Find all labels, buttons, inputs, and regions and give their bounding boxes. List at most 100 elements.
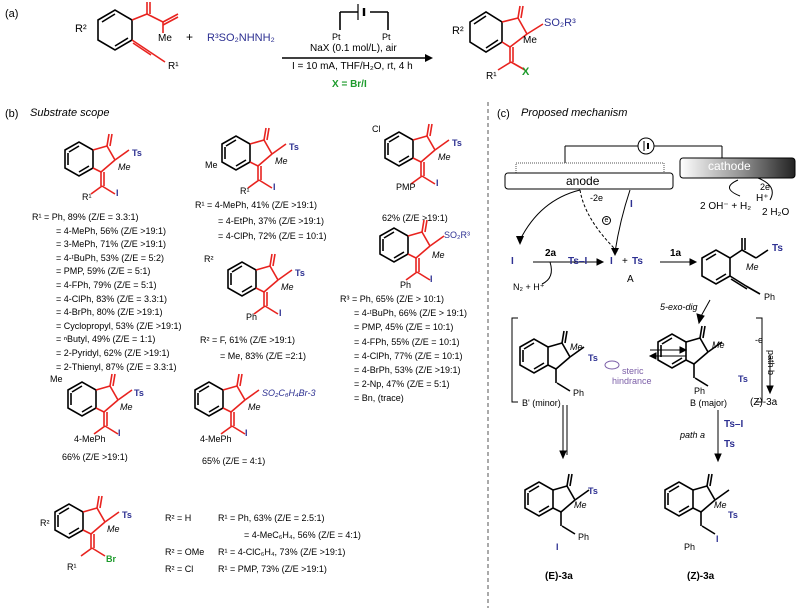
scope-row: = 2-Np, 47% (Z/E = 5:1): [354, 379, 450, 390]
z3a-label: (Z)-3a: [687, 571, 715, 582]
substrate-1a: 1a: [670, 248, 682, 259]
e3a-me: Me: [574, 500, 587, 510]
scope-row: = 4-FPh, 79% (Z/E = 5:1): [56, 280, 157, 290]
cmpd2-i: I: [273, 182, 276, 192]
b-me: Me: [712, 340, 725, 350]
scope-row: = 4-ᵗBuPh, 66% (Z/E > 19:1): [354, 308, 468, 319]
cmpd1-i: I: [116, 188, 119, 198]
cmpd2-ts: Ts: [289, 142, 299, 152]
panel-a-label: (a): [5, 8, 19, 20]
prod-r1-label: R¹: [486, 71, 497, 82]
cathode-electrode: [679, 157, 796, 179]
cmpd1-r1: R¹: [82, 192, 92, 202]
scope-row: = 4-BrPh, 53% (Z/E >19:1): [354, 365, 461, 375]
cmpd7-yield: 65% (Z/E = 4:1): [202, 456, 266, 466]
cathode-oh-h2: 2 OH⁻ + H₂: [700, 201, 752, 212]
hindrance-label: hindrance: [612, 376, 652, 386]
product-structure-a: [469, 5, 544, 71]
scope-row: R² = F, 61% (Z/E >19:1): [200, 335, 296, 345]
cmpd4-r2: R²: [204, 254, 214, 264]
anode-label: anode: [566, 174, 600, 188]
b-label: B (major): [690, 398, 728, 408]
sm-me-label: Me: [158, 33, 172, 44]
scope-row: = 4-ᵗBuPh, 53% (Z/E = 5:2): [56, 252, 165, 263]
z3a-ph: Ph: [684, 542, 696, 552]
reaction-arrow-a: [282, 54, 433, 62]
reagent-2a: 2a: [545, 248, 557, 259]
scope-row: R² = OMe: [165, 547, 205, 557]
scope-row: = 4-BrPh, 80% (Z/E >19:1): [56, 307, 163, 318]
prod-r2-label: R²: [452, 25, 464, 37]
cmpd4-ph: Ph: [246, 312, 258, 322]
pt-left-label: Pt: [332, 32, 341, 42]
starting-material-structure: [97, 2, 179, 63]
cmpd2-me-ring: Me: [205, 160, 218, 170]
n2-h-byproduct: N₂ + H⁺: [513, 282, 545, 292]
cmpd4-ts: Ts: [295, 268, 305, 278]
scope-row: = 4-EtPh, 37% (Z/E >19:1): [218, 215, 325, 226]
scope-row: R¹ = Ph, 63% (Z/E = 2.5:1): [218, 513, 325, 523]
iodine-cation: I: [511, 256, 514, 267]
scope-row: = PMP, 45% (Z/E = 10:1): [354, 322, 454, 333]
e3a-ts: Ts: [588, 486, 598, 496]
cmpd3-i: I: [436, 178, 439, 188]
scope-row: = 4-FPh, 55% (Z/E = 10:1): [354, 336, 460, 347]
cmpd6-me: Me: [120, 402, 133, 412]
scope-row: = 4-MePh, 56% (Z/E >19:1): [56, 225, 167, 236]
e3a-label: (E)-3a: [545, 571, 573, 582]
scope-row: R¹ = PMP, 73% (Z/E >19:1): [218, 564, 327, 574]
e3a-i: I: [556, 542, 559, 552]
cmpd2-me: Me: [275, 156, 288, 166]
scope-row: = Bn, (trace): [354, 393, 404, 404]
z3a-right-label: (Z)-3a: [750, 397, 778, 408]
iodide-minus: I: [630, 199, 633, 210]
ts-radical-2: Ts: [724, 439, 735, 450]
cmpd6-yield: 66% (Z/E >19:1): [62, 452, 128, 462]
e-minus-circle: e: [602, 216, 611, 225]
panel-b-title: Substrate scope: [30, 107, 110, 119]
bprime-me: Me: [570, 342, 583, 352]
cmpd3-pmp: PMP: [396, 182, 416, 192]
cmpd7-so2: SO₂C₆H₄Br-3: [262, 388, 316, 398]
x-definition: X = Br/I: [332, 79, 367, 90]
cmpd8-ts: Ts: [122, 510, 132, 520]
cmpd3-yield: 62% (Z/E >19:1): [382, 213, 448, 223]
cmpd7-me: Me: [248, 402, 261, 412]
cmpd4-i: I: [279, 308, 282, 318]
cmpd5-so2r3: SO₂R³: [444, 230, 470, 240]
cmpd6-me-ring: Me: [50, 374, 63, 384]
scope-row: R³ = Ph, 65% (Z/E > 10:1): [340, 294, 445, 304]
scope-row: = 4-ClPh, 72% (Z/E = 10:1): [218, 231, 327, 241]
exo-dig-label: 5-exo-dig: [660, 302, 698, 312]
scope-row: R² = Cl: [165, 564, 194, 574]
intermediate-a-label: A: [627, 274, 634, 285]
cmpd3-ts: Ts: [452, 138, 462, 148]
cmpd8-br: Br: [106, 554, 117, 564]
path-a-label: path a: [680, 430, 706, 440]
scope-row: R¹ = 4-ClC₆H₄, 73% (Z/E >19:1): [218, 547, 346, 557]
z3a-ts: Ts: [728, 510, 738, 520]
plus-sign: +: [186, 30, 194, 44]
cmpd3-cl: Cl: [372, 124, 381, 134]
z3a-me: Me: [714, 500, 727, 510]
pt-right-label: Pt: [382, 32, 391, 42]
ts-i-species: Ts–I: [568, 256, 588, 267]
radical-plus: +: [622, 256, 628, 267]
minus-e-label: -e: [755, 335, 764, 345]
anode-electrode: [504, 172, 674, 190]
steric-label: steric: [622, 366, 644, 376]
steric-marker: [604, 360, 620, 370]
cmpd1-me: Me: [118, 162, 131, 172]
scope-row: = ⁿButyl, 49% (Z/E = 1:1): [56, 334, 156, 345]
scope-row: R¹ = Ph, 89% (Z/E = 3.3:1): [32, 212, 139, 222]
anode-minus-2e: -2e: [590, 193, 604, 203]
b-ph: Ph: [694, 386, 706, 396]
z3a-i: I: [716, 534, 719, 544]
cmpd1-ts: Ts: [132, 148, 142, 158]
scope-row: = 2-Pyridyl, 62% (Z/E >19:1): [56, 348, 170, 358]
e3a-ph: Ph: [578, 532, 590, 542]
prod-x-label: X: [522, 66, 530, 78]
scope-row: = 4-ClPh, 83% (Z/E = 3.3:1): [56, 293, 168, 304]
cmpd3-me: Me: [438, 152, 451, 162]
